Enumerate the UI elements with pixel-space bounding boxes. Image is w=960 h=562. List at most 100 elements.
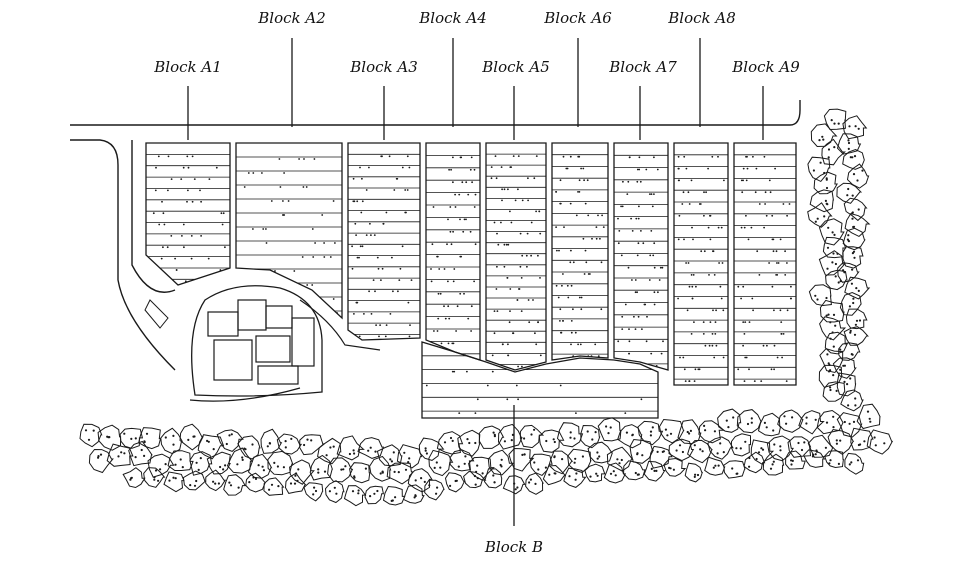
vine-dot [746,167,749,170]
vine-dot [617,242,620,245]
block-outline [613,142,669,371]
tree-clump [846,163,870,189]
vine-dot [630,217,632,220]
vine-dot [463,218,466,221]
vine-dot [501,199,503,202]
vine-dot [517,365,519,368]
vine-dot [556,249,558,252]
block-a5 [485,142,547,371]
tree-dot [750,417,753,420]
tree-dot [123,452,126,455]
tree-dot [423,480,426,483]
tree-dot [744,440,747,443]
vine-dot [493,332,496,335]
vine-dot [207,257,210,260]
tree-dot [457,465,460,468]
vine-dot [388,155,391,158]
vine-dot [466,370,468,373]
vine-dot [559,308,562,311]
vine-dot [167,155,170,158]
block-b [421,341,659,419]
vine-dot [559,384,562,387]
tree-dot [656,450,659,453]
vine-dot [507,188,509,191]
tree-clump [750,439,775,465]
vine-dot [463,292,465,295]
vine-dot [711,344,714,347]
vine-dot [688,203,691,205]
tree-dot [750,421,753,424]
vine-dot [160,257,163,260]
vine-dot [452,230,454,233]
vine-dot [583,179,585,182]
tree-dot [834,275,837,278]
tree-dot [157,479,160,482]
tree-dot [829,369,832,372]
tree-dot [772,429,775,432]
vine-dot [723,179,725,182]
tree-dot [797,441,800,445]
tree-dot [174,477,177,480]
vine-dot [376,256,379,259]
tree-clump [303,482,324,502]
vine-dot [505,243,508,246]
tree-dot [261,465,264,468]
tree-dot [852,173,856,176]
vine-dot [722,356,725,359]
vine-dot [577,343,579,346]
tree-dot [779,449,782,452]
tree-dot [367,449,370,452]
vine-dot [631,230,634,232]
vine-dot [182,166,185,169]
label-block-a2: Block A2 [257,9,326,27]
vine-dot [692,274,695,276]
tree-dot [854,125,857,128]
vine-dot [431,243,434,246]
label-block-a6: Block A6 [543,9,612,27]
tree-dot [187,438,190,441]
tree-dot [228,434,231,437]
vine-dot [368,290,370,293]
tree-dot [843,364,847,367]
tree-dot [853,155,857,158]
label-block-a9: Block A9 [731,58,800,76]
tree-dot [837,281,840,284]
vine-dot [521,254,524,257]
tree-dot [591,438,594,441]
tree-dot [554,472,557,475]
tree-dot [636,473,639,476]
tree-dot [376,489,379,493]
vine-dot [496,265,498,268]
vine-dot [170,178,173,181]
tree-dot [594,431,597,434]
tree-dot [425,452,428,455]
vine-dot [690,274,693,276]
vine-dot [535,155,538,158]
tree-clump [818,364,843,388]
vine-dot [454,193,456,196]
tree-dot [481,472,484,475]
tree-dot [174,463,177,466]
tree-clump [478,425,505,449]
vine-dot [398,279,401,281]
tree-dot [694,473,697,476]
tree-clump [743,451,766,474]
tree-dot [837,462,841,465]
vine-dot [409,324,411,326]
vine-dot [779,238,782,241]
tree-dot [230,433,233,436]
tree-clump [587,441,614,464]
tree-dot [290,437,293,440]
tree-dot [783,415,786,418]
vine-dot [496,232,498,235]
vine-dot [332,298,335,300]
vine-dot [790,297,792,300]
tree-dot [625,431,629,434]
vine-dot [491,365,494,368]
vine-dot [737,368,740,371]
tree-dot [696,473,700,477]
vine-dot [313,158,316,160]
vine-dot [648,279,651,281]
vine-dot [589,273,591,275]
vine-dot [430,268,432,270]
